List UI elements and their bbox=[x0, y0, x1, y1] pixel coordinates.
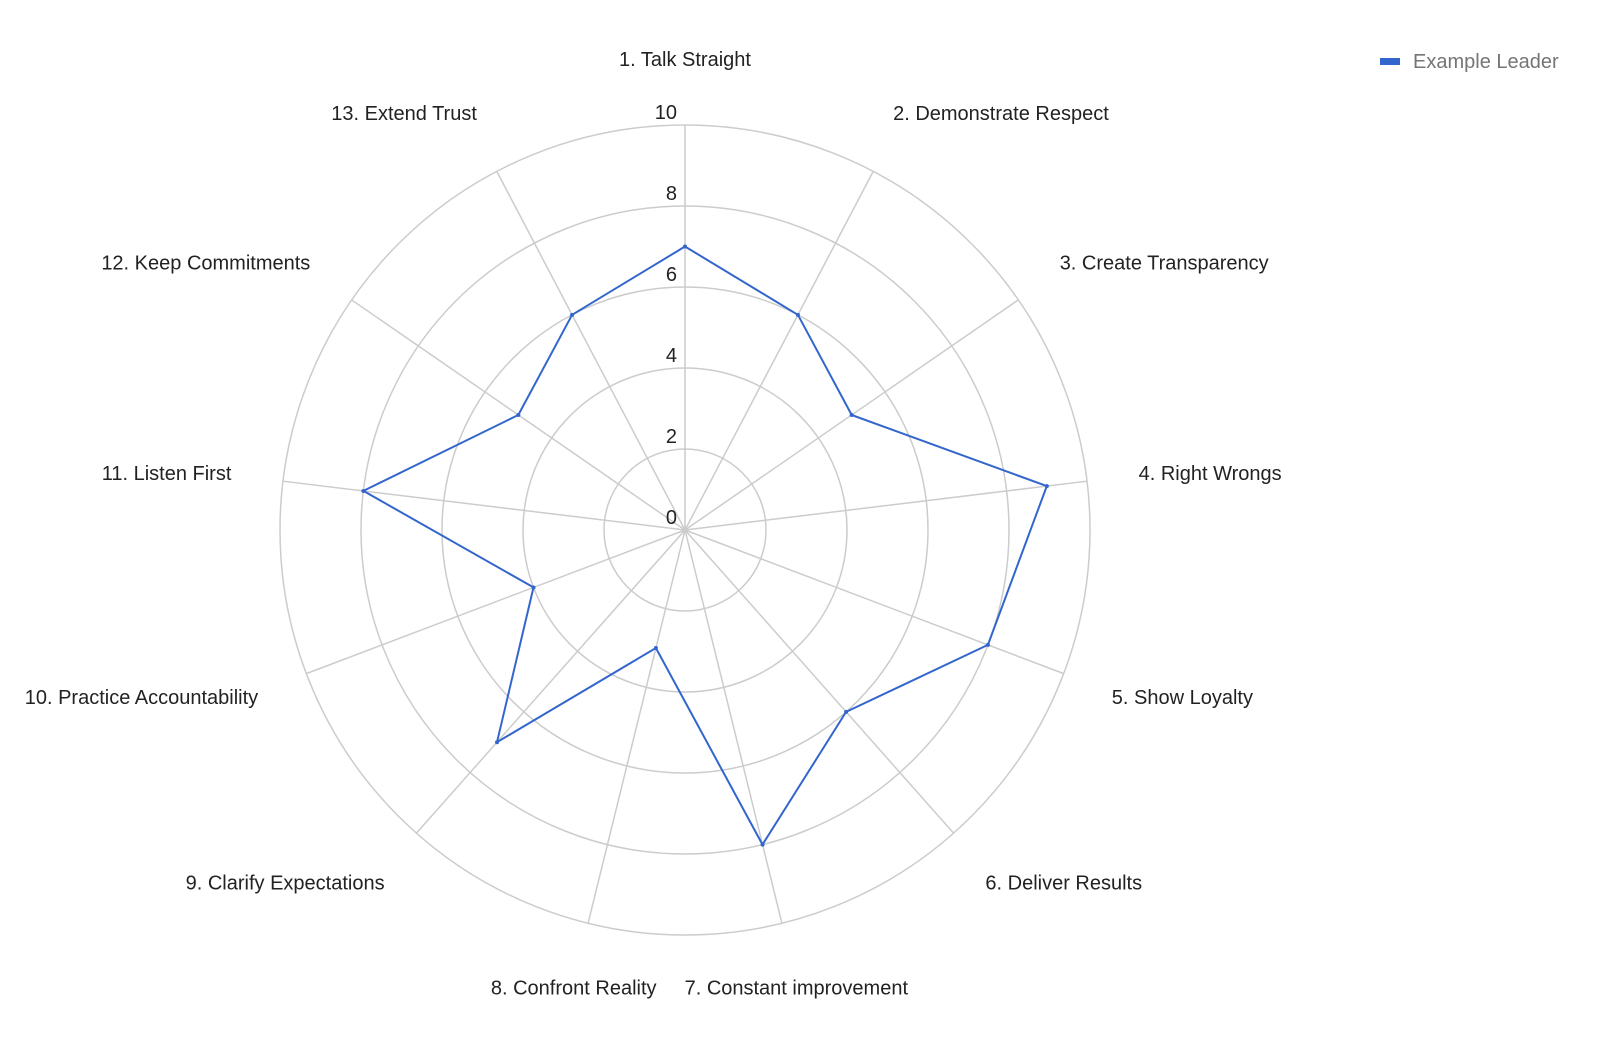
grid-spoke-10 bbox=[306, 529, 686, 675]
radial-tick-labels: 0 2 4 6 8 10 bbox=[655, 102, 677, 529]
legend-swatch-example-leader bbox=[1380, 58, 1400, 65]
grid-spoke-9 bbox=[415, 529, 686, 834]
data-point-4 bbox=[1044, 484, 1049, 489]
data-point-2 bbox=[795, 312, 800, 317]
tick-label-4: 4 bbox=[666, 345, 677, 367]
radar-grid bbox=[279, 124, 1091, 936]
category-label-6: 6. Deliver Results bbox=[985, 873, 1142, 895]
series-layer bbox=[361, 244, 1049, 847]
tick-label-0: 0 bbox=[666, 507, 677, 529]
category-labels: 1. Talk Straight 2. Demonstrate Respect 3.… bbox=[25, 49, 1282, 999]
grid-spoke-5 bbox=[684, 529, 1064, 675]
category-label-10: 10. Practice Accountability bbox=[25, 687, 258, 709]
category-label-13: 13. Extend Trust bbox=[331, 103, 477, 125]
category-label-4: 4. Right Wrongs bbox=[1139, 463, 1282, 485]
tick-label-10: 10 bbox=[655, 102, 677, 124]
grid-spoke-2 bbox=[684, 171, 874, 531]
grid-spoke-6 bbox=[684, 529, 955, 834]
category-label-3: 3. Create Transparency bbox=[1060, 252, 1269, 274]
data-point-8 bbox=[653, 645, 658, 650]
data-point-11 bbox=[361, 488, 366, 493]
data-point-7 bbox=[760, 842, 765, 847]
tick-label-6: 6 bbox=[666, 264, 677, 286]
series-line-example-leader bbox=[362, 245, 1048, 846]
category-label-11: 11. Listen First bbox=[102, 463, 232, 485]
data-point-1 bbox=[683, 244, 687, 249]
grid-spoke-4 bbox=[684, 480, 1088, 531]
grid-spoke-8 bbox=[587, 529, 686, 924]
category-label-5: 5. Show Loyalty bbox=[1112, 687, 1253, 709]
legend[interactable]: Example Leader bbox=[1380, 51, 1559, 73]
category-label-7: 7. Constant improvement bbox=[685, 977, 909, 999]
legend-label-example-leader: Example Leader bbox=[1413, 51, 1559, 73]
category-label-8: 8. Confront Reality bbox=[491, 977, 657, 999]
data-point-13 bbox=[570, 312, 575, 317]
category-label-9: 9. Clarify Expectations bbox=[186, 873, 385, 895]
data-point-12 bbox=[516, 412, 521, 417]
data-point-5 bbox=[985, 642, 990, 647]
category-label-12: 12. Keep Commitments bbox=[101, 252, 310, 274]
tick-label-8: 8 bbox=[666, 183, 677, 205]
grid-spoke-7 bbox=[684, 529, 783, 924]
category-label-2: 2. Demonstrate Respect bbox=[893, 103, 1109, 125]
category-label-1: 1. Talk Straight bbox=[619, 49, 751, 71]
data-point-6 bbox=[844, 709, 849, 714]
grid-spoke-11 bbox=[282, 480, 686, 531]
grid-spoke-13 bbox=[496, 171, 686, 531]
data-point-9 bbox=[495, 740, 500, 745]
data-point-10 bbox=[531, 585, 536, 590]
tick-label-2: 2 bbox=[666, 426, 677, 448]
data-point-3 bbox=[849, 412, 854, 417]
